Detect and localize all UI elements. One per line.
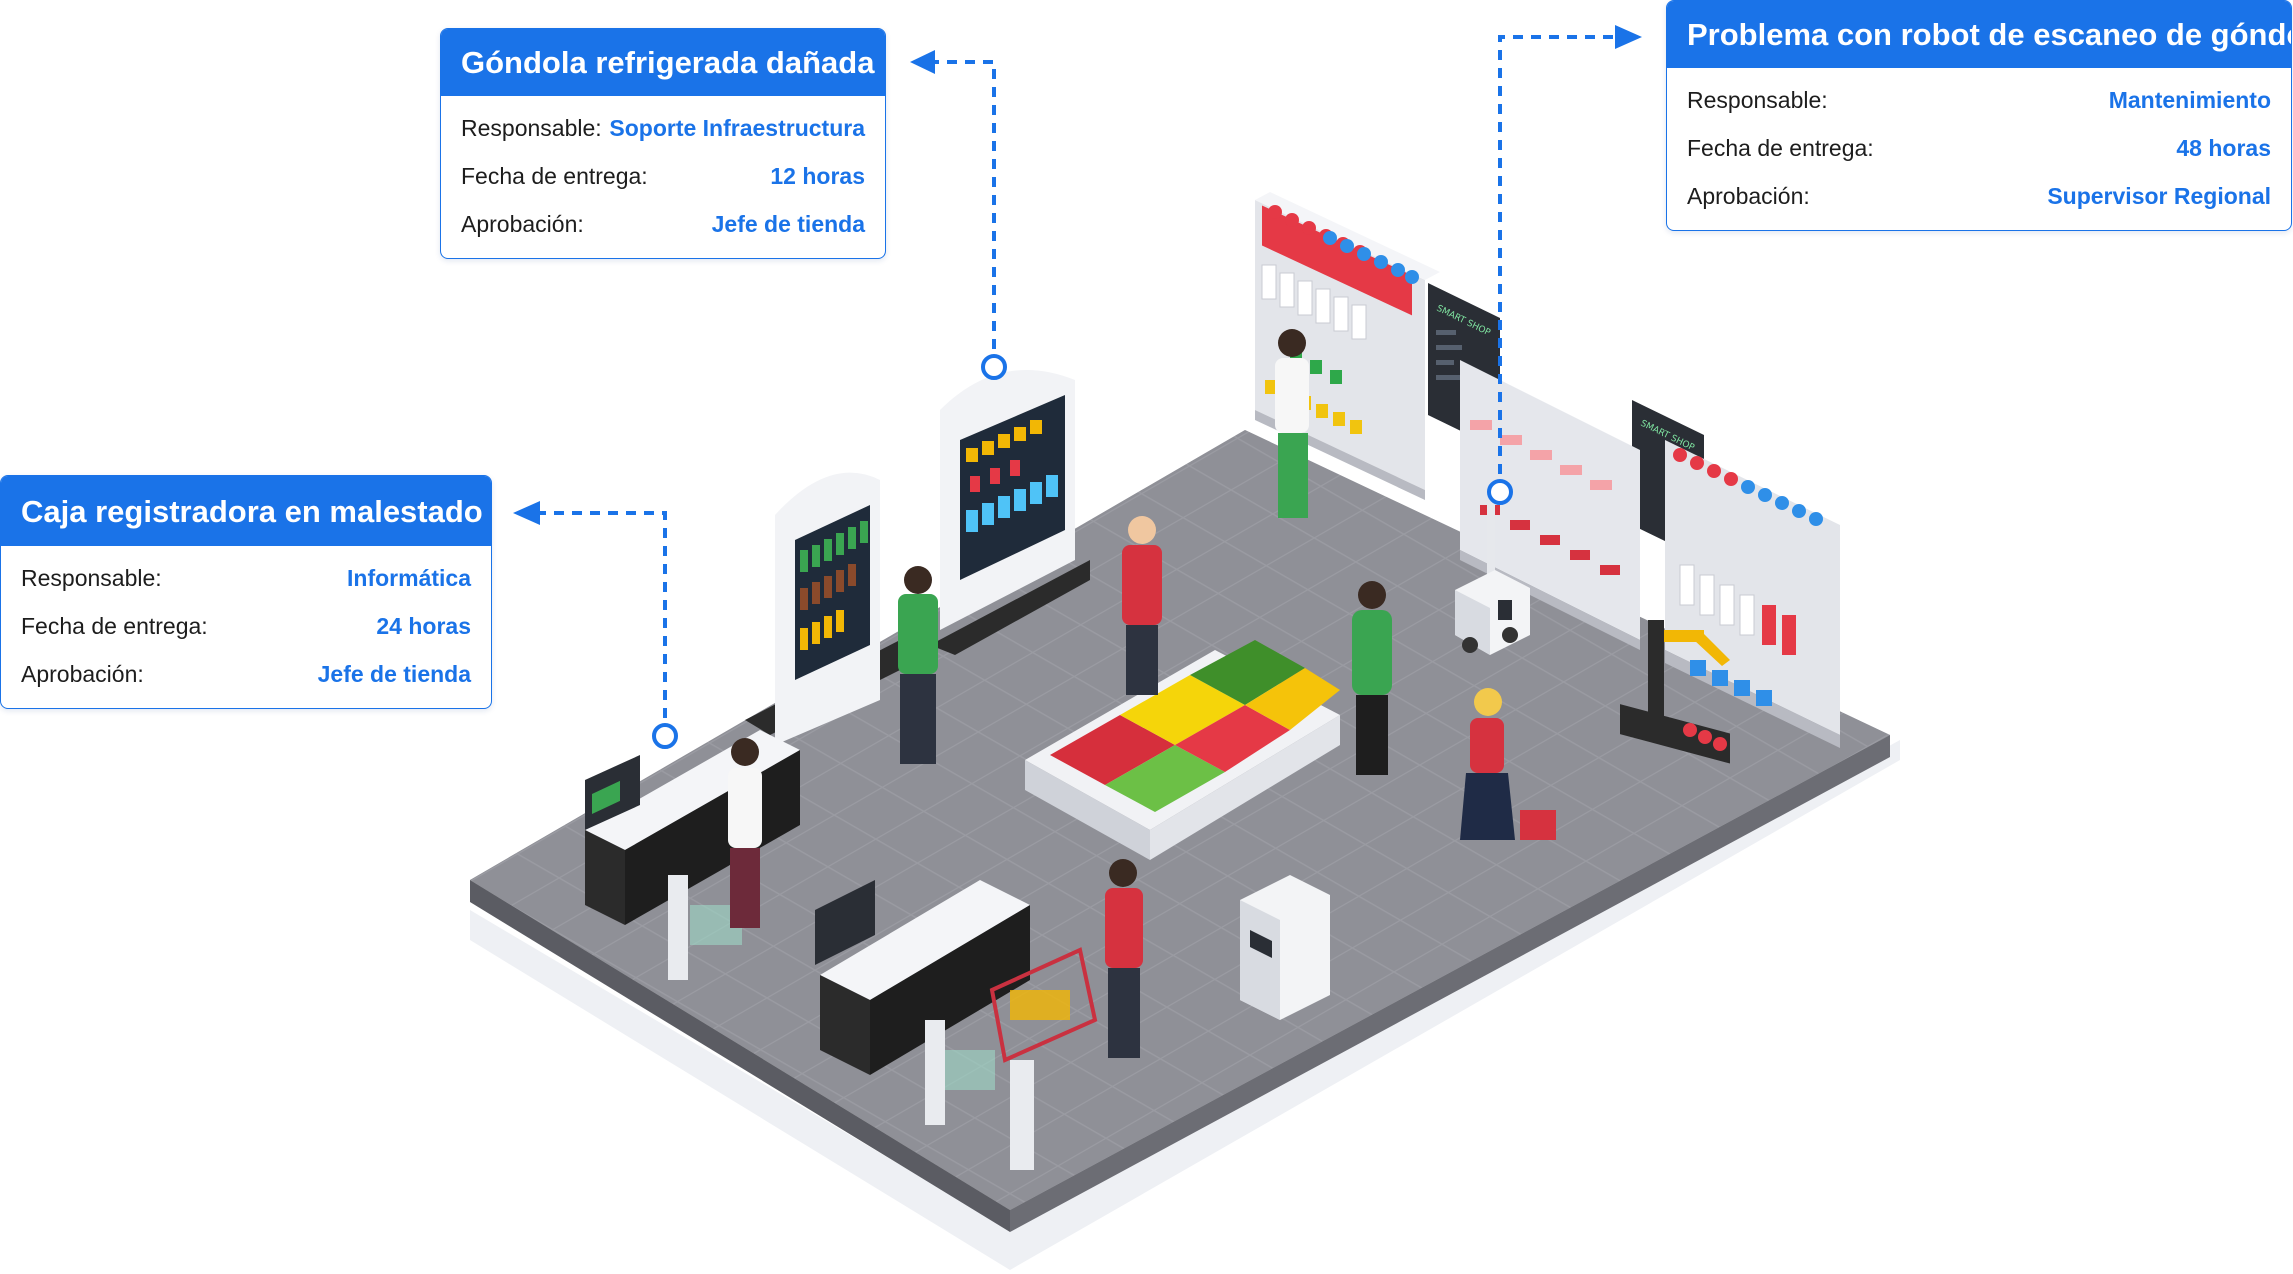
value-fecha-entrega: 48 horas: [2176, 134, 2271, 161]
callout-gondola-title: Góndola refrigerada dañada: [441, 29, 885, 96]
connector-gondola: [910, 50, 1007, 380]
robotic-arm: [1620, 620, 1730, 764]
shoppers: [728, 329, 1556, 1063]
label-responsable: Responsable:: [1687, 86, 1828, 113]
meat-shelf: [1460, 360, 1640, 650]
row-responsable: Responsable: Mantenimiento: [1687, 76, 2271, 124]
label-responsable: Responsable:: [21, 564, 162, 591]
label-fecha-entrega: Fecha de entrega:: [1687, 134, 1874, 161]
callout-robot: Problema con robot de escaneo de góndola…: [1666, 0, 2292, 231]
row-aprobacion: Aprobación: Supervisor Regional: [1687, 172, 2271, 220]
value-fecha-entrega: 12 horas: [770, 162, 865, 189]
label-responsable: Responsable:: [461, 114, 602, 141]
service-robot: [1240, 875, 1330, 1020]
label-aprobacion: Aprobación:: [1687, 182, 1810, 209]
label-aprobacion: Aprobación:: [21, 660, 144, 687]
label-fecha-entrega: Fecha de entrega:: [21, 612, 208, 639]
row-aprobacion: Aprobación: Jefe de tienda: [461, 200, 865, 248]
checkout-counter-2: [815, 880, 1030, 1075]
row-fecha-entrega: Fecha de entrega: 24 horas: [21, 602, 471, 650]
value-aprobacion: Supervisor Regional: [2047, 182, 2271, 209]
refrigerated-kiosk-damaged: [930, 370, 1090, 655]
floor-edge-left: [470, 880, 1010, 1232]
row-responsable: Responsable: Soporte Infraestructura: [461, 104, 865, 152]
produce-island: [1025, 640, 1340, 860]
entry-gates: [668, 875, 1034, 1170]
value-responsable: Mantenimiento: [2108, 86, 2271, 113]
callout-gondola: Góndola refrigerada dañada Responsable: …: [440, 28, 886, 259]
value-responsable: Soporte Infraestructura: [609, 114, 865, 141]
floor-shadow: [470, 740, 1900, 1270]
row-aprobacion: Aprobación: Jefe de tienda: [21, 650, 471, 698]
value-aprobacion: Jefe de tienda: [711, 210, 865, 237]
shelf-scanning-robot: [1455, 500, 1530, 655]
value-fecha-entrega: 24 horas: [376, 612, 471, 639]
connector-robot: [1487, 25, 1642, 505]
refrigerated-kiosk-left: [745, 472, 900, 745]
row-fecha-entrega: Fecha de entrega: 48 horas: [1687, 124, 2271, 172]
floor-edge-right: [1010, 735, 1890, 1232]
dairy-shelf: [1665, 440, 1840, 748]
callout-caja: Caja registradora en malestado Responsab…: [0, 475, 492, 709]
connector-caja: [513, 501, 678, 749]
row-responsable: Responsable: Informática: [21, 554, 471, 602]
row-fecha-entrega: Fecha de entrega: 12 horas: [461, 152, 865, 200]
callout-caja-title: Caja registradora en malestado: [1, 476, 491, 546]
callout-robot-title: Problema con robot de escaneo de góndola: [1667, 1, 2291, 68]
value-aprobacion: Jefe de tienda: [317, 660, 471, 687]
value-responsable: Informática: [347, 564, 471, 591]
label-fecha-entrega: Fecha de entrega:: [461, 162, 648, 189]
label-aprobacion: Aprobación:: [461, 210, 584, 237]
